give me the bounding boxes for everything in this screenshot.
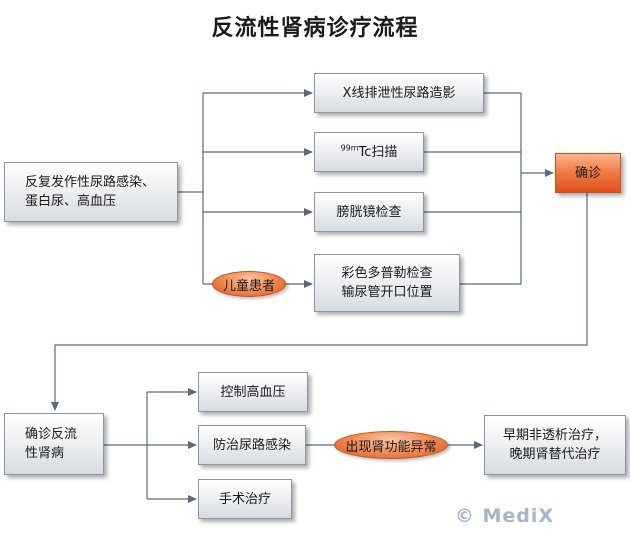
doppler-label: 彩色多普勒检查 输尿管开口位置 xyxy=(341,266,433,300)
confirm-diagnosis-box: 确诊 xyxy=(555,153,621,193)
prevent-uti-label: 防治尿路感染 xyxy=(212,437,291,453)
tc-scan-box: 99mTc扫描 xyxy=(314,132,424,172)
renal-dysfunction-badge: 出现肾功能异常 xyxy=(334,431,448,459)
cystoscopy-label: 膀胱镜检查 xyxy=(336,204,402,220)
late-treatment-box: 早期非透析治疗， 晚期肾替代治疗 xyxy=(484,415,626,475)
confirm-diagnosis-label: 确诊 xyxy=(574,165,601,181)
cystoscopy-box: 膀胱镜检查 xyxy=(314,192,424,232)
doppler-box: 彩色多普勒检查 输尿管开口位置 xyxy=(314,254,460,312)
children-patients-badge: 儿童患者 xyxy=(212,271,286,297)
control-bp-label: 控制高血压 xyxy=(220,384,286,400)
late-treatment-label: 早期非透析治疗， 晚期肾替代治疗 xyxy=(502,428,607,462)
start-condition-label: 反复发作性尿路感染、 蛋白尿、高血压 xyxy=(25,175,156,209)
surgery-box: 手术治疗 xyxy=(198,479,292,519)
xray-urography-label: X线排泄性尿路造影 xyxy=(342,85,456,101)
renal-dysfunction-label: 出现肾功能异常 xyxy=(345,439,437,455)
start-condition-box: 反复发作性尿路感染、 蛋白尿、高血压 xyxy=(4,162,178,222)
page-title: 反流性肾病诊疗流程 xyxy=(211,15,419,41)
prevent-uti-box: 防治尿路感染 xyxy=(198,425,306,465)
surgery-label: 手术治疗 xyxy=(218,491,271,507)
control-bp-box: 控制高血压 xyxy=(198,372,308,412)
xray-urography-box: X线排泄性尿路造影 xyxy=(314,73,484,113)
children-patients-label: 儿童患者 xyxy=(222,278,275,294)
arrow-to-confirmed-rn xyxy=(51,193,588,411)
tc-scan-label: 99mTc扫描 xyxy=(341,143,398,162)
medix-watermark: © MediX xyxy=(454,505,554,527)
tc-scan-main: Tc扫描 xyxy=(358,144,398,160)
tc-scan-superscript: 99m xyxy=(340,143,359,153)
confirmed-rn-box: 确诊反流 性肾病 xyxy=(4,413,104,475)
confirmed-rn-label: 确诊反流 性肾病 xyxy=(25,427,78,461)
